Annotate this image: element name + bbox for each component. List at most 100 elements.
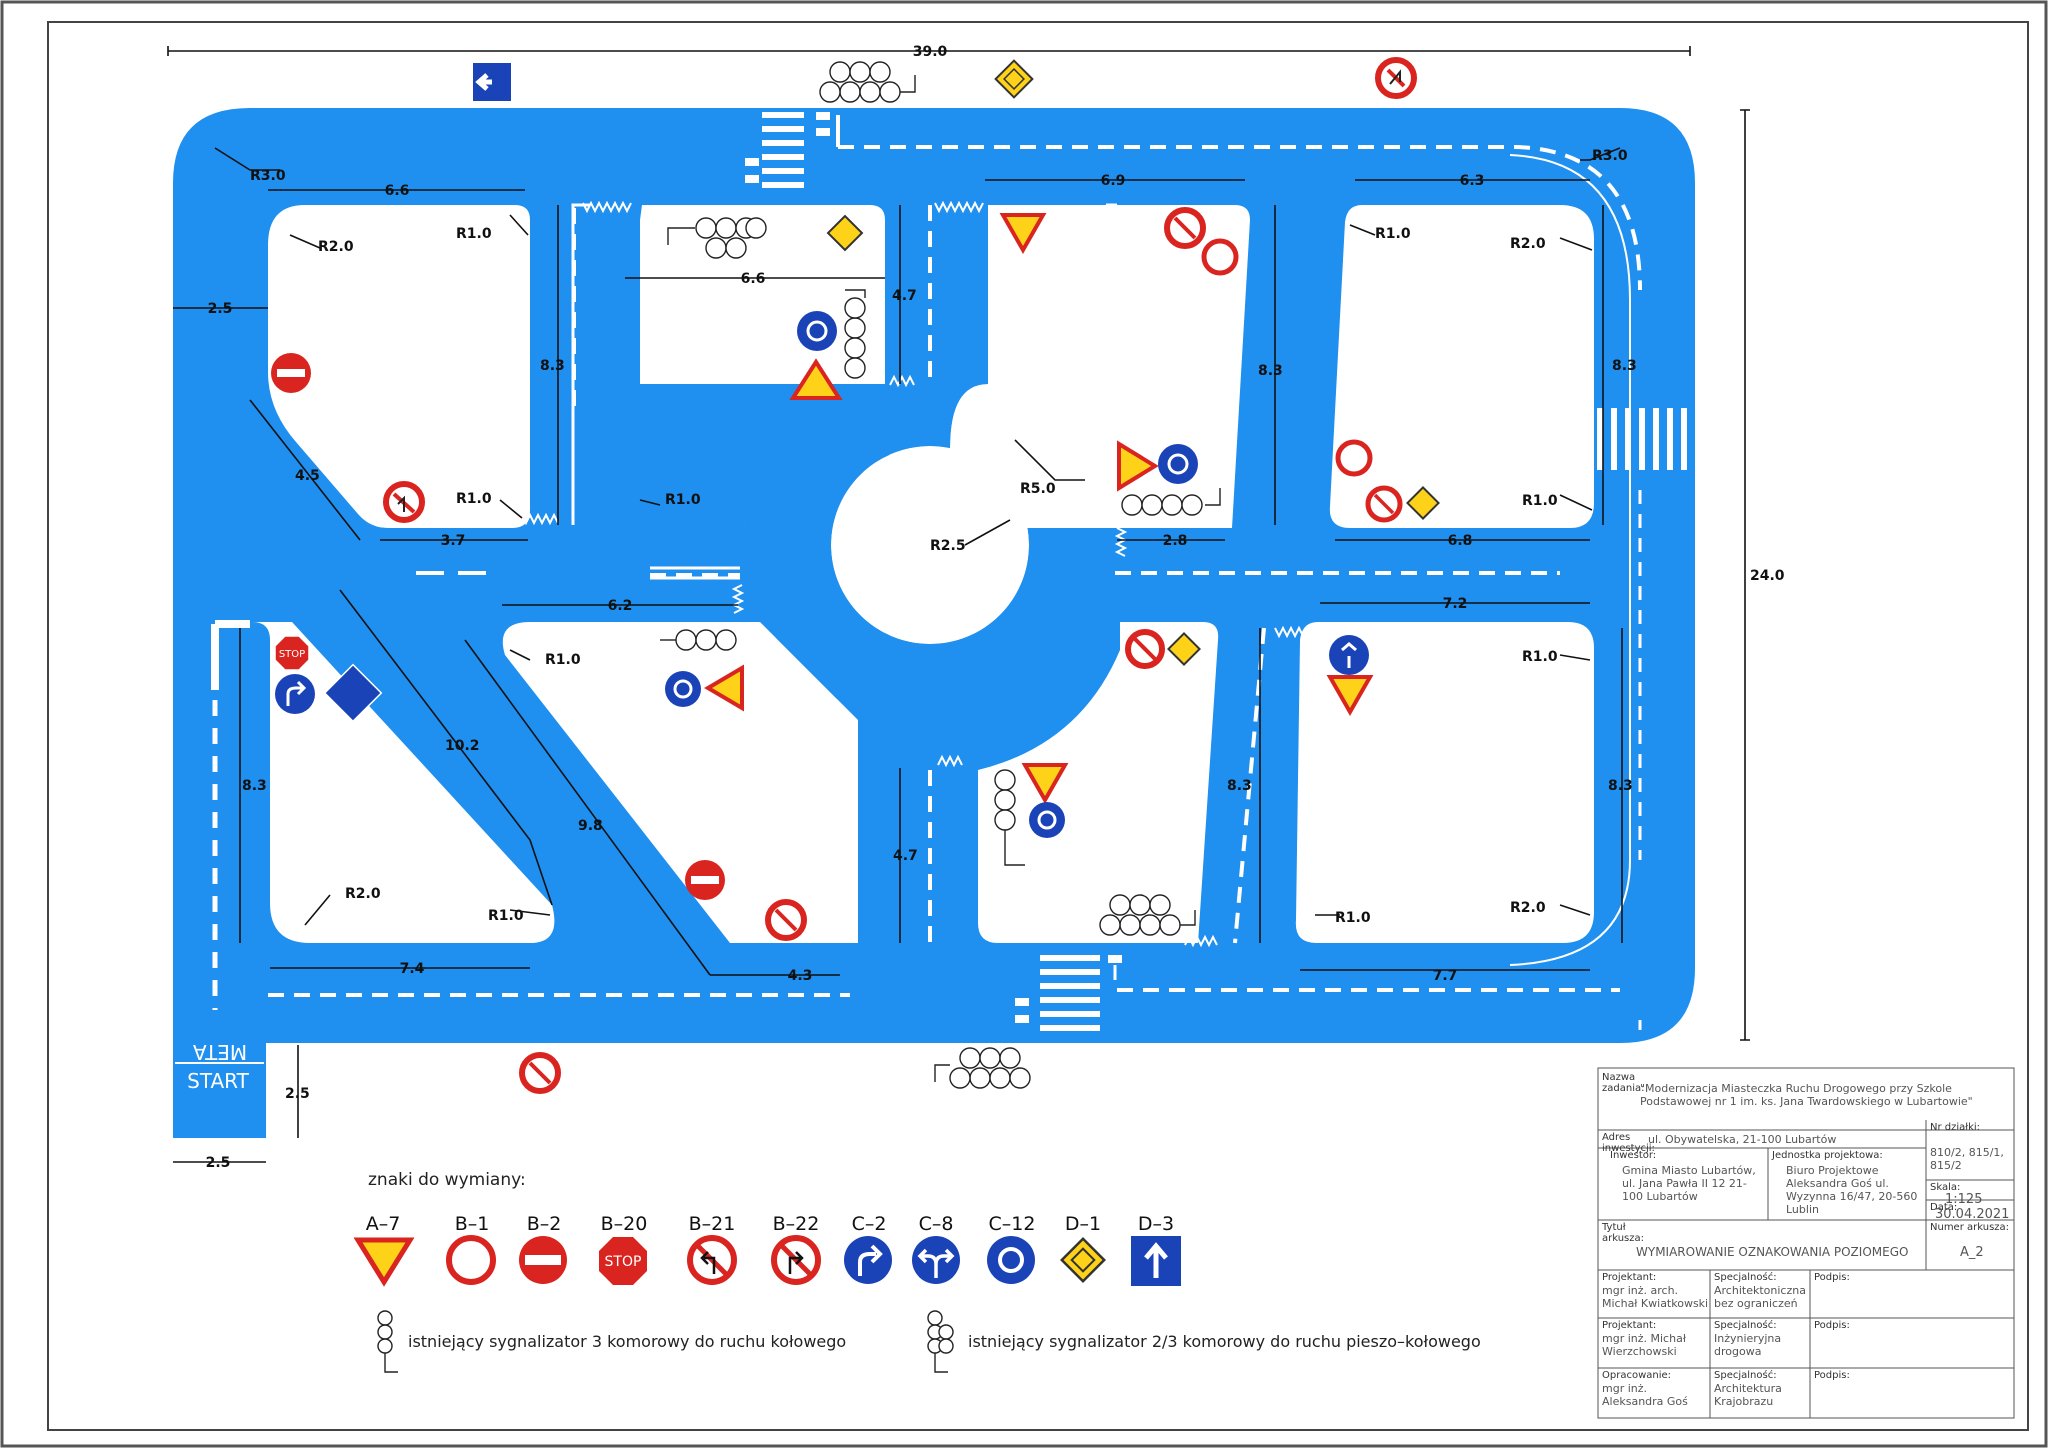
dim-62: 6.2 xyxy=(608,598,633,614)
dim-r50: R5.0 xyxy=(1020,481,1056,497)
dim-28: 2.8 xyxy=(1163,533,1188,549)
row3-role-value: mgr inż. Aleksandra Goś xyxy=(1602,1382,1688,1408)
dim-83-b: 8.3 xyxy=(1258,363,1283,379)
dim-72: 7.2 xyxy=(1443,596,1468,612)
legend-code-b22: B–22 xyxy=(773,1213,820,1235)
dim-r-b4-tr: R2.0 xyxy=(1510,236,1546,252)
dim-25-left: 2.5 xyxy=(208,301,233,317)
dim-r-b8-br: R2.0 xyxy=(1510,900,1546,916)
legend-c8-icon xyxy=(912,1236,960,1284)
signal-roundabout-e xyxy=(1121,488,1221,516)
legend-code-c8: C–8 xyxy=(919,1213,954,1235)
plot-caption: Nr działki: xyxy=(1930,1122,1981,1133)
row2-spec-caption: Specjalność: xyxy=(1714,1320,1777,1331)
dim-r3-tr: R3.0 xyxy=(1592,148,1628,164)
date-caption: Data: xyxy=(1930,1202,1958,1213)
dim-25-bottom-h: 2.5 xyxy=(206,1155,231,1171)
sign-a7-block3-icon xyxy=(999,213,1047,255)
dim-r25: R2.5 xyxy=(930,538,966,554)
sign-c12-block6-icon xyxy=(665,671,701,707)
legend-b20-icon: STOP xyxy=(599,1237,647,1285)
sign-a7-block2-icon xyxy=(789,358,843,400)
legend-code-c12: C–12 xyxy=(989,1213,1036,1235)
row1-spec-value: Architektoniczna bez ograniczeń xyxy=(1714,1284,1806,1310)
task-value: "Modernizacja Miasteczka Ruchu Drogowego… xyxy=(1640,1082,1973,1108)
dim-83-f: 8.3 xyxy=(1608,778,1633,794)
dim-45: 4.5 xyxy=(295,468,320,484)
dim-r-b1-tr: R1.0 xyxy=(456,226,492,242)
row1-role-value: mgr inż. arch. Michał Kwiatkowski xyxy=(1602,1284,1709,1310)
sign-b1-block3-icon xyxy=(1201,238,1239,276)
row3-sign-caption: Podpis: xyxy=(1814,1370,1850,1381)
sign-a7-roundabout-icon xyxy=(1117,440,1159,492)
stop-sign-text: STOP xyxy=(279,649,305,660)
dim-r-b5-bl: R2.0 xyxy=(345,886,381,902)
dim-74: 7.4 xyxy=(400,961,425,977)
legend-code-b21: B–21 xyxy=(689,1213,736,1235)
sign-a7-block6-icon xyxy=(704,664,744,712)
legend-code-b2: B–2 xyxy=(527,1213,562,1235)
legend-b21-icon xyxy=(687,1235,737,1285)
unit-value: Biuro Projektowe Aleksandra Goś ul. Wyzy… xyxy=(1786,1164,1918,1216)
dim-r-b8-tr: R1.0 xyxy=(1522,649,1558,665)
dim-47-top: 4.7 xyxy=(892,288,917,304)
investor-caption: Inwestor: xyxy=(1610,1150,1657,1161)
title-block-grid xyxy=(1597,1067,2015,1419)
sign-c12-roundabout-icon xyxy=(1158,444,1198,484)
start-meta-box: META START xyxy=(175,1040,264,1093)
dim-47-bot: 4.7 xyxy=(893,848,918,864)
dim-83-a: 8.3 xyxy=(540,358,565,374)
legend-b2-icon xyxy=(519,1236,567,1284)
legend-code-b20: B–20 xyxy=(601,1213,648,1235)
sign-b22-block3-icon xyxy=(1164,207,1206,249)
sign-c12-block2-icon xyxy=(797,311,837,351)
sheet-title-caption: Tytuł arkusza: xyxy=(1602,1222,1645,1244)
dim-r-b5-br: R1.0 xyxy=(488,908,524,924)
dim-25-bottom-v: 2.5 xyxy=(285,1086,310,1102)
dim-68: 6.8 xyxy=(1448,533,1473,549)
unit-caption: Jednostka projektowa: xyxy=(1772,1150,1883,1161)
address-value: ul. Obywatelska, 21-100 Lubartów xyxy=(1648,1133,1837,1146)
dim-83-c: 8.3 xyxy=(1612,358,1637,374)
dim-102: 10.2 xyxy=(445,738,480,754)
sign-c8-block8-icon xyxy=(1329,635,1369,675)
legend-b1-icon xyxy=(446,1235,496,1285)
legend-c12-icon xyxy=(987,1236,1035,1284)
legend-code-d1: D–1 xyxy=(1065,1213,1101,1235)
dim-77: 7.7 xyxy=(1433,968,1458,984)
legend-b22-icon xyxy=(771,1235,821,1285)
signal-block7 xyxy=(1099,894,1196,936)
legend-signal3-icon xyxy=(377,1310,398,1373)
row2-sign-caption: Podpis: xyxy=(1814,1320,1850,1331)
sign-b1-block4-icon xyxy=(1335,439,1373,477)
legend-c2-icon xyxy=(844,1236,892,1284)
legend-signal23-icon xyxy=(927,1310,954,1373)
legend: znaki do wymiany: A–7 B–1 B–2 B–20 B–21 … xyxy=(353,1170,1481,1373)
sign-b2-block1-icon xyxy=(271,353,311,393)
sign-c12-block7-icon xyxy=(1029,802,1065,838)
row3-spec-caption: Specjalność: xyxy=(1714,1370,1777,1381)
legend-signal23-text: istniejący sygnalizator 2/3 komorowy do … xyxy=(968,1332,1481,1351)
row2-role-caption: Projektant: xyxy=(1602,1320,1657,1331)
start-label: START xyxy=(187,1069,249,1093)
dim-98: 9.8 xyxy=(578,818,603,834)
signal-roundabout-s xyxy=(994,769,1025,866)
sign-d1-block4-icon xyxy=(1406,486,1440,520)
plan-signs: STOP xyxy=(271,57,1440,1094)
signal-block2 xyxy=(667,217,767,259)
dim-37: 3.7 xyxy=(441,533,466,549)
dimension-labels: 39.0 24.0 R3.0 R3.0 6.6 6.6 6.9 6.3 2.5 … xyxy=(206,44,1785,1171)
investor-value: Gmina Miasto Lubartów, ul. Jana Pawła II… xyxy=(1622,1164,1756,1203)
sign-b2-block6-icon xyxy=(685,860,725,900)
sign-d3-block5-icon xyxy=(323,663,383,723)
signal-pedestrian-bottom xyxy=(934,1047,1031,1089)
legend-d3-icon xyxy=(1131,1236,1181,1286)
plot-value: 810/2, 815/1, 815/2 xyxy=(1930,1146,2004,1172)
dim-63: 6.3 xyxy=(1460,173,1485,189)
signal-pedestrian-top xyxy=(819,61,916,103)
legend-code-b1: B–1 xyxy=(455,1213,490,1235)
sheet-title-value: WYMIAROWANIE OZNAKOWANIA POZIOMEGO xyxy=(1636,1245,1909,1259)
address-caption: Adres inwestycji: xyxy=(1602,1132,1655,1154)
dim-overall-width: 39.0 xyxy=(913,44,948,60)
dim-r-b1-br: R1.0 xyxy=(456,491,492,507)
